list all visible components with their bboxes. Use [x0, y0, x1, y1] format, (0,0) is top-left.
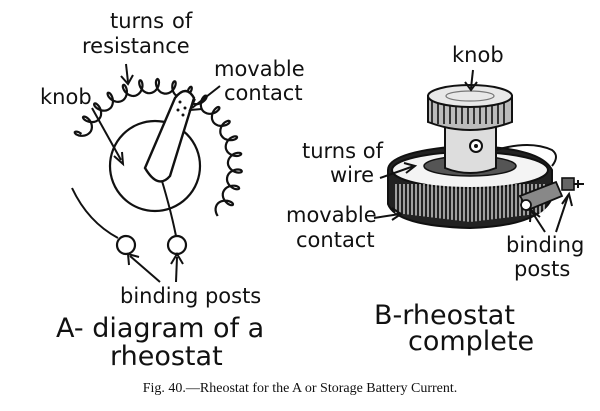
- title-a-line1: A- diagram of a: [56, 313, 264, 344]
- arrow-post-b2: [555, 195, 569, 233]
- label-posts-b: posts: [514, 257, 570, 281]
- label-wire: wire: [330, 163, 374, 187]
- arrow-contact-b: [373, 213, 401, 219]
- arrow-knob-head: [113, 151, 125, 167]
- label-binding-posts: binding posts: [120, 284, 261, 308]
- arrow-contact-b-head: [391, 207, 403, 221]
- title-b-line1: B-rheostat: [374, 300, 515, 331]
- arrow-contact: [191, 85, 221, 109]
- arrow-post-right: [175, 256, 178, 283]
- label-turns-line1: turns: [110, 9, 164, 33]
- title-b-line2: complete: [408, 326, 534, 357]
- label-turns-of: turns of: [302, 139, 384, 163]
- title-a-line2: rheostat: [110, 341, 223, 372]
- label-contact-b: contact: [296, 228, 375, 252]
- contact-arm: [143, 89, 196, 183]
- arrow-post-right-head: [170, 252, 184, 265]
- label-movable-b: movable: [286, 203, 377, 227]
- label-knob: knob: [40, 85, 92, 109]
- label-binding-b: binding: [506, 233, 584, 257]
- label-turns-line3: resistance: [82, 34, 190, 58]
- arrow-turns-head: [120, 74, 134, 86]
- contact-dot: [176, 108, 180, 112]
- binding-post-screw: [574, 180, 584, 188]
- binding-post-left: [115, 234, 137, 256]
- contact-dot: [178, 100, 182, 104]
- knob-top-inner: [445, 90, 495, 102]
- binding-post-right: [166, 234, 188, 256]
- figure-caption: Fig. 40.—Rheostat for the A or Storage B…: [143, 381, 458, 396]
- knob-top: [427, 84, 513, 108]
- knob-circle: [108, 119, 202, 213]
- arrow-knob-b-head: [464, 81, 478, 92]
- arrow-post-left-head: [126, 252, 140, 266]
- lead-wire-left: [71, 187, 119, 239]
- arrow-knob-b: [470, 69, 474, 89]
- arrow-post-left: [129, 255, 161, 283]
- arrow-turns: [125, 63, 129, 83]
- contact-spring: [495, 144, 557, 167]
- label-knob-b: knob: [452, 43, 504, 67]
- label-movable: movable: [214, 57, 305, 81]
- diagram-a: turns of resistance knob movable contact…: [40, 9, 305, 372]
- arrow-post-b1-head: [529, 208, 541, 223]
- arrow-knob: [91, 107, 122, 161]
- binding-post-b2: [561, 177, 575, 191]
- diagram-b: knob turns of wire movable contact bindi…: [286, 43, 584, 357]
- contact-dot: [183, 106, 187, 110]
- arrow-post-b2-head: [561, 191, 573, 207]
- arrow-post-b1: [531, 211, 546, 233]
- arrow-turns-b-head: [403, 162, 418, 174]
- label-contact: contact: [224, 81, 303, 105]
- contact-dot: [181, 113, 185, 117]
- label-turns-line2: of: [172, 9, 193, 33]
- shaft-screw-center: [474, 144, 478, 148]
- arrow-contact-head: [188, 98, 203, 112]
- arrow-turns-b: [379, 165, 415, 179]
- binding-post-b1: [520, 199, 532, 211]
